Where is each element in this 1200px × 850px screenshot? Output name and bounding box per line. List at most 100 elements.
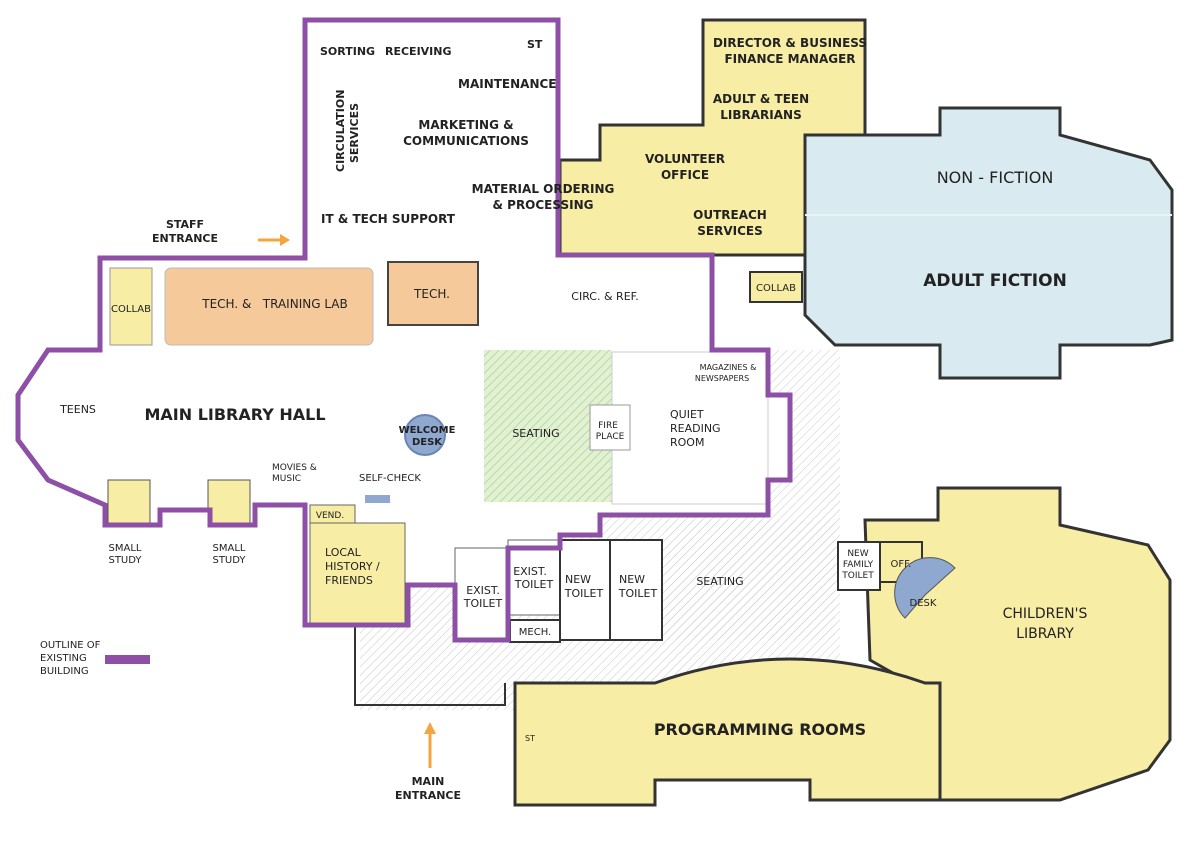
label-collab-right: COLLAB bbox=[756, 283, 796, 294]
label-mech: MECH. bbox=[519, 627, 551, 638]
label-collab-left: COLLAB bbox=[111, 304, 151, 315]
label-fire-1: FIRE bbox=[598, 421, 618, 431]
label-movies-1: MOVIES & bbox=[272, 463, 317, 473]
collab-room-left bbox=[109, 267, 153, 346]
local-history-room bbox=[309, 522, 406, 624]
collab-room-right bbox=[749, 271, 803, 303]
label-non-fiction: NON - FICTION bbox=[937, 168, 1054, 187]
label-director-2: FINANCE MANAGER bbox=[724, 52, 855, 66]
label-exist-toilet-1a: EXIST. bbox=[466, 584, 500, 597]
label-new-family-3: TOILET bbox=[841, 571, 874, 581]
label-seating-lower: SEATING bbox=[696, 575, 743, 588]
label-quiet-2: READING bbox=[670, 422, 721, 435]
label-quiet-1: QUIET bbox=[670, 408, 704, 421]
label-circ-ref: CIRC. & REF. bbox=[571, 290, 638, 303]
label-vend: VEND. bbox=[316, 511, 344, 521]
label-maintenance: MAINTENANCE bbox=[458, 77, 557, 91]
main-entrance-arrow bbox=[424, 722, 436, 768]
label-circulation-2: SERVICES bbox=[348, 103, 361, 163]
label-main-entrance-2: ENTRANCE bbox=[395, 789, 461, 802]
label-tech-lab: TECH. & TRAINING LAB bbox=[201, 297, 347, 311]
label-seating-main: SEATING bbox=[512, 427, 559, 440]
staff-entrance-arrow bbox=[258, 234, 290, 246]
label-local-2: HISTORY / bbox=[325, 560, 380, 573]
tech-training-lab bbox=[164, 267, 374, 346]
label-staff-entrance-1: STAFF bbox=[166, 218, 204, 231]
lower-outline bbox=[354, 625, 506, 706]
label-magazines-2: NEWSPAPERS bbox=[695, 374, 749, 383]
existing-toilet-2 bbox=[507, 539, 561, 616]
label-new-toilet-1a: NEW bbox=[565, 573, 591, 586]
label-legend-3: BUILDING bbox=[40, 666, 89, 677]
label-outreach-1: OUTREACH bbox=[693, 208, 767, 222]
label-staff-entrance-2: ENTRANCE bbox=[152, 232, 218, 245]
small-study-2 bbox=[207, 479, 251, 526]
welcome-desk bbox=[404, 414, 446, 456]
label-exist-toilet-1b: TOILET bbox=[463, 597, 503, 610]
label-outreach-2: SERVICES bbox=[697, 224, 762, 238]
label-material-2: & PROCESSING bbox=[493, 198, 594, 212]
self-check-kiosk bbox=[365, 495, 390, 503]
label-off: OFF. bbox=[891, 559, 912, 570]
label-new-toilet-1b: TOILET bbox=[564, 587, 604, 600]
label-sorting: SORTING bbox=[320, 45, 375, 58]
label-small-study-2b: STUDY bbox=[212, 555, 246, 566]
label-marketing-2: COMMUNICATIONS bbox=[403, 134, 529, 148]
adult-collection-area bbox=[803, 106, 1174, 380]
label-legend-1: OUTLINE OF bbox=[40, 640, 101, 651]
label-st-bottom: ST bbox=[525, 734, 535, 743]
new-family-toilet bbox=[837, 541, 881, 591]
label-st-top: ST bbox=[527, 38, 543, 51]
label-new-toilet-2b: TOILET bbox=[618, 587, 658, 600]
label-small-study-1b: STUDY bbox=[108, 555, 142, 566]
label-new-family-1: NEW bbox=[847, 549, 868, 559]
label-self-check: SELF-CHECK bbox=[359, 473, 421, 484]
label-main-entrance-1: MAIN bbox=[412, 775, 445, 788]
label-receiving: RECEIVING bbox=[385, 45, 452, 58]
existing-building-outline bbox=[15, 17, 793, 643]
label-volunteer-1: VOLUNTEER bbox=[645, 152, 725, 166]
label-main-hall: MAIN LIBRARY HALL bbox=[144, 405, 325, 424]
label-exist-toilet-2a: EXIST. bbox=[513, 565, 547, 578]
label-childrens-2: LIBRARY bbox=[1016, 626, 1074, 642]
label-material-1: MATERIAL ORDERING bbox=[472, 182, 615, 196]
label-teens: TEENS bbox=[59, 403, 96, 416]
label-director-1: DIRECTOR & BUSINESS bbox=[713, 36, 867, 50]
label-local-3: FRIENDS bbox=[325, 574, 373, 587]
label-marketing-1: MARKETING & bbox=[418, 118, 513, 132]
label-adult-fiction: ADULT FICTION bbox=[923, 271, 1067, 291]
programming-rooms bbox=[513, 657, 942, 807]
label-desk: DESK bbox=[910, 598, 937, 609]
label-quiet-3: ROOM bbox=[670, 436, 704, 449]
label-magazines-1: MAGAZINES & bbox=[700, 363, 757, 372]
label-new-family-2: FAMILY bbox=[843, 560, 874, 570]
label-childrens-1: CHILDREN'S bbox=[1003, 606, 1088, 622]
lower-seating-area bbox=[665, 520, 835, 640]
legend bbox=[105, 655, 150, 664]
label-adult-teen-2: LIBRARIANS bbox=[720, 108, 801, 122]
label-new-toilet-2a: NEW bbox=[619, 573, 645, 586]
existing-toilet-1 bbox=[454, 547, 509, 641]
label-movies-2: MUSIC bbox=[272, 474, 301, 484]
new-toilet-2 bbox=[609, 539, 663, 641]
label-legend-2: EXISTING bbox=[40, 653, 87, 664]
fireplace bbox=[589, 404, 631, 451]
label-adult-teen-1: ADULT & TEEN bbox=[713, 92, 809, 106]
label-it-tech: IT & TECH SUPPORT bbox=[321, 212, 456, 226]
label-programming: PROGRAMMING ROOMS bbox=[654, 720, 866, 739]
label-welcome-1: WELCOME bbox=[399, 425, 456, 436]
label-fire-2: PLACE bbox=[596, 432, 625, 442]
label-circulation-1: CIRCULATION bbox=[334, 90, 347, 172]
label-small-study-2a: SMALL bbox=[213, 543, 246, 554]
legend-swatch bbox=[105, 655, 150, 664]
tech-room bbox=[387, 261, 479, 326]
label-small-study-1a: SMALL bbox=[109, 543, 142, 554]
childrens-desk bbox=[894, 557, 956, 619]
label-exist-toilet-2b: TOILET bbox=[514, 578, 554, 591]
quiet-reading-room bbox=[611, 351, 769, 505]
label-tech: TECH. bbox=[413, 287, 450, 301]
label-local-1: LOCAL bbox=[325, 546, 362, 559]
label-volunteer-2: OFFICE bbox=[661, 168, 709, 182]
small-study-1 bbox=[107, 479, 151, 526]
